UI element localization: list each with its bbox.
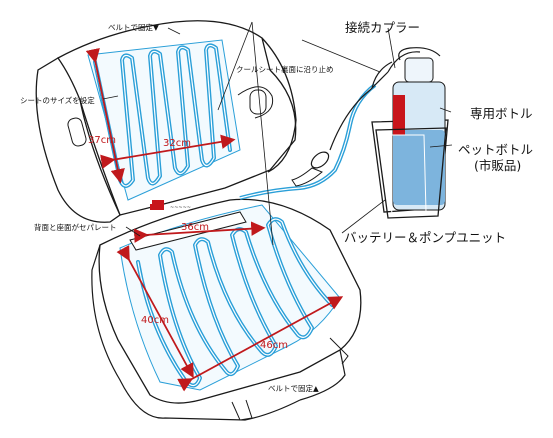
svg-text:~~~~~: ~~~~~ xyxy=(170,205,191,211)
belt-top-label: ベルトで固定▼ xyxy=(108,23,159,32)
bottle-cap xyxy=(404,57,434,83)
seat-depth-dimension: 40cm xyxy=(141,315,169,326)
seat-size-label: シートのサイズを設定 xyxy=(20,96,95,105)
coupler xyxy=(291,71,389,187)
leader-lines xyxy=(102,21,453,246)
seat-width-dimension: 36cm xyxy=(181,222,209,233)
battery-pump-label: バッテリー＆ポンプユニット xyxy=(344,230,507,245)
seat-diagonal-dimension: 46cm xyxy=(260,340,288,351)
dimension-lines xyxy=(85,47,344,392)
back-height-dimension: 37cm xyxy=(88,135,116,146)
bottle-water xyxy=(393,130,445,205)
battery-pump-unit xyxy=(371,47,449,219)
back-width-dimension: 32cm xyxy=(163,138,191,149)
belt-bottom-label: ベルトで固定▲ xyxy=(268,384,319,393)
brand-tag xyxy=(150,200,164,210)
pet-bottle-label: ペットボトル xyxy=(458,142,534,157)
bottle-label xyxy=(393,95,405,135)
dedicated-bottle-label: 専用ボトル xyxy=(470,106,533,121)
coupler-label: 接続カプラー xyxy=(345,20,421,35)
separate-label: 背面と座面がセパレート xyxy=(34,223,117,232)
pet-bottle-note: (市販品) xyxy=(474,158,522,173)
cool-sheet-label: クールシート裏面に沿り止め xyxy=(236,65,334,74)
